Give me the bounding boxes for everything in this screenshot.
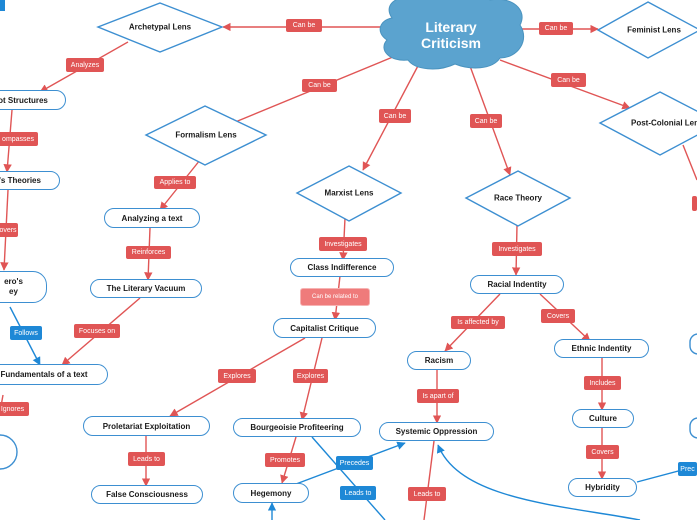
marxist-lens-label[interactable]: Marxist Lens: [324, 188, 374, 198]
racial-identity-node[interactable]: Racial Indentity: [470, 275, 564, 294]
heros-journey-node[interactable]: ero's ey: [0, 271, 47, 303]
archetypal-lens-label[interactable]: Archetypal Lens: [128, 22, 192, 32]
connector-label[interactable]: Explores: [293, 369, 328, 383]
connector-label[interactable]: Investigates: [319, 237, 367, 251]
connector-label[interactable]: Follows: [10, 326, 42, 340]
analyzing-text-node[interactable]: Analyzing a text: [104, 208, 200, 228]
connector-label[interactable]: Promotes: [265, 453, 305, 467]
connector-label[interactable]: Can be: [470, 114, 502, 128]
corner-tab[interactable]: [0, 0, 5, 11]
ethnic-identity-node[interactable]: Ethnic Indentity: [554, 339, 649, 358]
connector-label[interactable]: Investigates: [492, 242, 542, 256]
fundamentals-node[interactable]: Fundamentals of a text: [0, 364, 108, 385]
connector-label[interactable]: Is apart of: [417, 389, 459, 403]
connector-label[interactable]: Can be: [286, 19, 322, 32]
connector-label[interactable]: Leads to: [128, 452, 165, 466]
hybridity-node[interactable]: Hybridity: [568, 478, 637, 497]
archetypal-diamond: [96, 2, 224, 53]
feminist-diamond: [596, 1, 697, 59]
formalism-lens-label[interactable]: Formalism Lens: [175, 130, 237, 140]
connector-label[interactable]: Covers: [541, 309, 575, 323]
right-edge-node-1: [689, 333, 697, 355]
post-colonial-lens-label[interactable]: Post-Colonial Len: [631, 118, 697, 128]
central-topic[interactable]: Literary Criticism: [421, 19, 481, 51]
connector-label[interactable]: ompasses: [0, 132, 38, 146]
central-title-line1: Literary: [425, 19, 477, 35]
connector-label[interactable]: Analyzes: [66, 58, 104, 72]
racism-node[interactable]: Racism: [407, 351, 471, 370]
feminist-lens-label[interactable]: Feminist Lens: [627, 25, 681, 35]
heros-journey-line1: ero's: [4, 277, 23, 286]
race-diamond: [464, 170, 572, 227]
connector-label[interactable]: Can be: [302, 79, 337, 92]
heros-journey-line2: ey: [9, 287, 18, 296]
connector-label[interactable]: Includes: [584, 376, 621, 390]
connector-label[interactable]: Can be related to: [300, 288, 370, 306]
hegemony-node[interactable]: Hegemony: [233, 483, 309, 503]
race-theory-label[interactable]: Race Theory: [493, 193, 543, 203]
theories-node[interactable]: 's Theories: [0, 171, 60, 190]
connector-label[interactable]: Is affected by: [451, 316, 505, 329]
formalism-diamond: [144, 105, 268, 166]
systemic-oppression-node[interactable]: Systemic Oppression: [379, 422, 494, 441]
connector-label[interactable]: Precedes: [336, 456, 373, 470]
connector-label[interactable]: Ignores: [0, 402, 29, 416]
marxist-diamond: [295, 165, 403, 222]
connector-label[interactable]: Reinforces: [126, 246, 171, 259]
left-edge-circle-node: [0, 434, 18, 470]
connector-label[interactable]: Prec: [678, 462, 697, 476]
central-title-line2: Criticism: [421, 35, 481, 51]
connector-label[interactable]: Leads to: [340, 486, 376, 500]
connector-label[interactable]: Explores: [218, 369, 256, 383]
connector-label[interactable]: Can be: [539, 22, 573, 35]
plot-structures-node[interactable]: ot Structures: [0, 90, 66, 110]
class-indifference-node[interactable]: Class Indifference: [290, 258, 394, 277]
proletariat-exploitation-node[interactable]: Proletariat Exploitation: [83, 416, 210, 436]
bourgeoisie-profiteering-node[interactable]: Bourgeoisie Profiteering: [233, 418, 361, 437]
connector-label[interactable]: Covers: [586, 445, 619, 459]
culture-node[interactable]: Culture: [572, 409, 634, 428]
right-edge-node-2: [689, 417, 697, 439]
connector-label[interactable]: overs: [0, 223, 18, 237]
capitalist-critique-node[interactable]: Capitalist Critique: [273, 318, 376, 338]
connector-label[interactable]: Can be: [551, 73, 586, 87]
connector-label[interactable]: Can be: [379, 109, 411, 123]
connector-label[interactable]: Focuses on: [74, 324, 120, 338]
connector-label[interactable]: Leads to: [408, 487, 446, 501]
post-colonial-diamond: [598, 91, 697, 156]
central-cloud-shape: [379, 0, 525, 70]
false-consciousness-node[interactable]: False Consciousness: [91, 485, 203, 504]
connector-label[interactable]: Applies to: [154, 176, 196, 189]
connector-label-partial[interactable]: [692, 196, 697, 211]
literary-vacuum-node[interactable]: The Literary Vacuum: [90, 279, 202, 298]
